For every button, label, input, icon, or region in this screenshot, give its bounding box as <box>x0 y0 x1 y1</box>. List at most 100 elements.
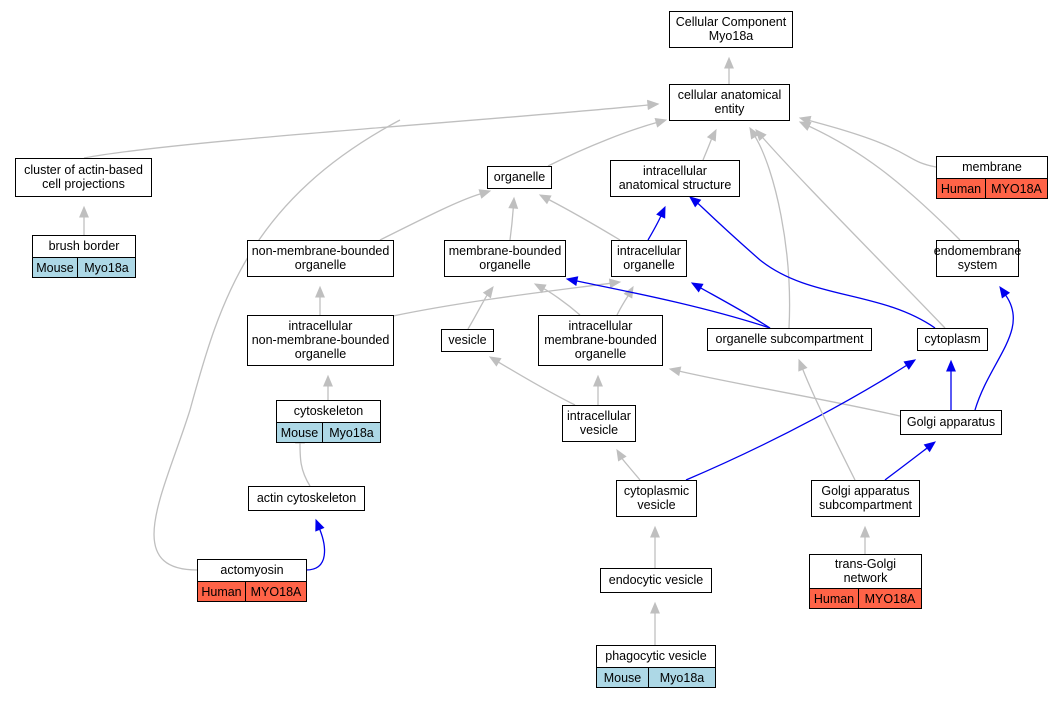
gene-cell <box>858 588 922 609</box>
arrowhead-icon <box>999 285 1011 299</box>
edge-imbo-to-mbo <box>533 283 581 316</box>
edge-line <box>467 294 488 330</box>
edge-line <box>498 361 576 406</box>
node-box <box>900 410 1002 435</box>
node-box <box>562 405 636 442</box>
node-label: organelle subcompartment <box>716 332 865 346</box>
node-label: vesicle <box>637 498 675 512</box>
edge-tgn-to-gas <box>860 525 870 555</box>
node-organelle[interactable]: organelle <box>487 166 552 189</box>
species-label: Mouse <box>604 671 642 685</box>
gene-label: MYO18A <box>991 182 1042 196</box>
edge-line <box>621 458 641 481</box>
edge-cyto-to-cae <box>755 129 946 329</box>
edge-line <box>392 282 611 317</box>
node-osub[interactable]: organelle subcompartment <box>707 328 872 351</box>
edge-line <box>700 287 771 329</box>
node-cyto[interactable]: cytoplasm <box>917 328 988 351</box>
edge-io-to-ias <box>647 205 666 241</box>
node-label: organelle <box>479 258 530 272</box>
edge-golgi-to-endo <box>974 285 1015 411</box>
arrowhead-icon <box>315 518 325 532</box>
arrowhead-icon <box>650 601 660 614</box>
arrowhead-icon <box>482 285 494 299</box>
node-endov[interactable]: endocytic vesicle <box>600 568 712 593</box>
node-label: intracellular <box>567 409 631 423</box>
node-label: membrane-bounded <box>449 244 562 258</box>
edge-endo-to-cae <box>798 121 961 241</box>
arrowhead-icon <box>903 359 917 370</box>
arrowhead-icon <box>656 205 666 219</box>
node-box <box>707 328 872 351</box>
gene-cell <box>985 178 1048 199</box>
node-box <box>247 240 394 277</box>
edge-iv-to-imbo <box>593 374 603 405</box>
arrowhead-icon <box>923 441 937 453</box>
arrowhead-icon <box>608 278 622 289</box>
arrowhead-icon <box>508 196 519 209</box>
gene-cell <box>77 257 136 278</box>
node-golgi[interactable]: Golgi apparatus <box>900 410 1002 435</box>
edge-line <box>679 370 901 417</box>
node-inmbo[interactable]: intracellularnon-membrane-boundedorganel… <box>247 315 394 366</box>
arrowhead-icon <box>668 366 682 377</box>
gene-label: MYO18A <box>251 585 302 599</box>
node-label: subcompartment <box>819 498 913 512</box>
edge-iv-to-vesicle <box>488 356 576 406</box>
species-label: Human <box>814 592 854 606</box>
node-label: organelle <box>295 347 346 361</box>
node-label: network <box>844 571 889 585</box>
node-label: cytoskeleton <box>294 404 364 418</box>
edge-nmbo-to-organelle <box>379 189 492 241</box>
node-actin[interactable]: actin cytoskeleton <box>248 486 365 511</box>
edge-line <box>547 122 657 167</box>
node-vesicle[interactable]: vesicle <box>441 329 494 352</box>
node-label: actomyosin <box>220 563 283 577</box>
node-box <box>669 11 793 48</box>
node-label: entity <box>715 102 746 116</box>
edge-cv-to-cyto <box>685 359 917 481</box>
edge-brush-to-cluster <box>79 205 89 235</box>
node-label: organelle <box>575 347 626 361</box>
node-label: brush border <box>49 239 120 253</box>
node-box <box>936 240 1019 277</box>
arrowhead-icon <box>533 283 547 294</box>
edge-cv-to-iv <box>616 448 641 481</box>
node-label: organelle <box>623 258 674 272</box>
edge-line <box>809 119 937 168</box>
edge-golgi-to-cyto <box>946 359 956 411</box>
edge-line <box>685 364 907 481</box>
edge-line <box>153 119 401 571</box>
edge-line <box>543 288 581 316</box>
arrowhead-icon <box>647 99 660 110</box>
gene-cell <box>648 667 716 688</box>
node-box <box>610 160 740 197</box>
edge-line <box>697 202 936 329</box>
node-label: endocytic vesicle <box>609 573 704 587</box>
node-label: intracellular <box>643 164 707 178</box>
node-box <box>917 328 988 351</box>
node-box <box>247 315 394 366</box>
